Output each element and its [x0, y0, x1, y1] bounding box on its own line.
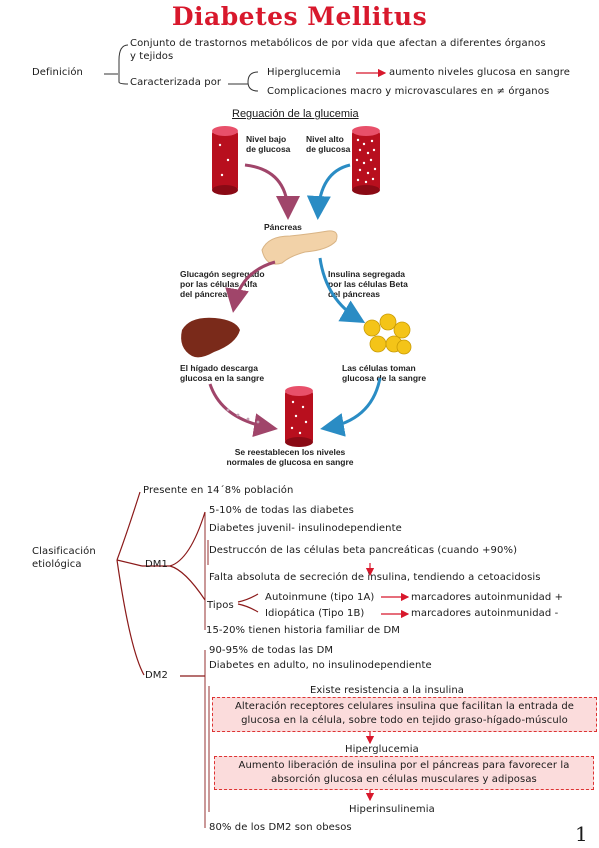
dm1-item-3: Destruccón de las células beta pancreáti…	[209, 545, 518, 556]
glucagon-arrow	[225, 260, 276, 313]
autoinmune-text: Autoinmune (tipo 1A)	[265, 592, 375, 603]
hiperglucemia-step: Hiperglucemia	[345, 744, 419, 755]
low-to-pancreas-arrow	[244, 163, 300, 220]
high-to-pancreas-arrow	[306, 163, 351, 220]
insulin-release-box: Aumento liberación de insulina por el pá…	[214, 756, 594, 790]
dm1-label: DM1	[145, 559, 168, 570]
definition-characterized: Caracterizada por	[130, 77, 222, 88]
glucose-dots	[226, 408, 260, 424]
idiopatica-text: Idiopática (Tipo 1B)	[265, 608, 365, 619]
pancreas-icon	[261, 230, 338, 265]
page-number: 1	[575, 822, 588, 846]
dm1-family: 15-20% tienen historia familiar de DM	[206, 625, 401, 636]
present-text: Presente en 14´8% población	[143, 485, 294, 496]
dm1-item-1: 5-10% de todas las diabetes	[209, 505, 354, 516]
classification-tree	[116, 491, 259, 828]
autoinmune-result: marcadores autoinmunidad +	[411, 592, 564, 603]
regulation-title: Reguación de la glucemia	[232, 108, 359, 120]
cells-to-blood-arrow	[320, 377, 382, 437]
definition-line-1a: Conjunto de trastornos metabólicos de po…	[130, 38, 546, 49]
resistance-text: Existe resistencia a la insulina	[310, 685, 464, 696]
complications-text: Complicaciones macro y microvasculares e…	[267, 86, 550, 97]
high-glucose-vessel-icon	[352, 126, 380, 195]
dm2-item-2: Diabetes en adulto, no insulinodependien…	[209, 660, 432, 671]
definition-label: Definición	[32, 67, 83, 78]
low-glucose-vessel-icon	[212, 126, 238, 195]
idiopatica-result: marcadores autoinmunidad -	[411, 608, 559, 619]
pancreas-label: Páncreas	[264, 222, 302, 232]
dm2-label: DM2	[145, 670, 168, 681]
definition-line-1b: y tejidos	[130, 51, 174, 62]
dm1-item-4: Falta absoluta de secreción de insulina,…	[209, 572, 541, 583]
dm2-item-1: 90-95% de todas las DM	[209, 645, 334, 656]
definition-brace	[104, 44, 259, 92]
liver-icon	[181, 317, 240, 358]
cells-icon	[363, 313, 412, 355]
page-title: Diabetes Mellitus	[171, 2, 428, 31]
hiperinsulinemia-step: Hiperinsulinemia	[349, 804, 435, 815]
hiperglucemia-term: Hiperglucemia	[267, 67, 341, 78]
receptor-alteration-box: Alteración receptores celulares insulina…	[212, 697, 597, 732]
insulin-arrow	[318, 257, 366, 324]
hiperglucemia-result: aumento niveles glucosa en sangre	[389, 67, 571, 78]
liver-to-blood-arrow	[208, 383, 278, 437]
dm1-item-2: Diabetes juvenil- insulinodependiente	[209, 523, 402, 534]
dm2-obese: 80% de los DM2 son obesos	[209, 822, 352, 833]
restored-vessel-icon	[285, 386, 313, 447]
dm1-tipos-label: Tipos	[207, 600, 234, 611]
